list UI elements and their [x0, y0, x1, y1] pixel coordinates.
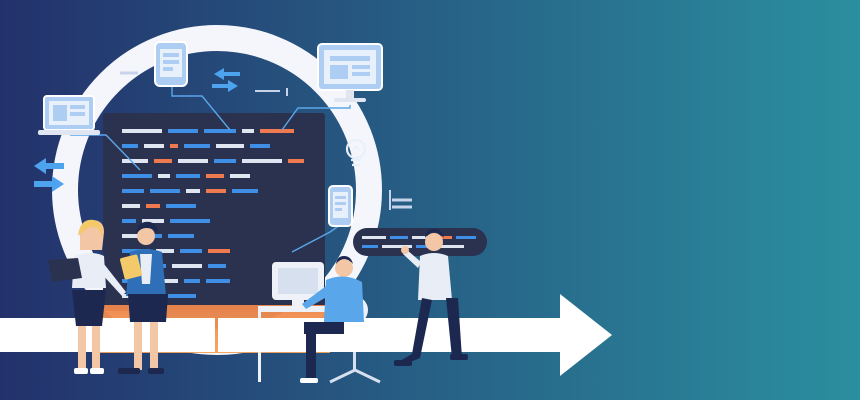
- code-line-segment: [176, 174, 200, 178]
- sync-arrows-icon: [34, 158, 64, 192]
- code-line-segment: [122, 159, 148, 163]
- code-line-segment: [216, 144, 244, 148]
- code-line-segment: [158, 174, 170, 178]
- speech-bubble: [353, 228, 487, 256]
- code-line-segment: [142, 219, 164, 223]
- laptop-icon: [38, 95, 100, 135]
- code-line-segment: [170, 219, 210, 223]
- code-line-segment: [168, 129, 198, 133]
- code-line-segment: [122, 144, 138, 148]
- code-line-segment: [250, 144, 270, 148]
- tablet-icon: [154, 41, 188, 87]
- code-line-segment: [206, 189, 226, 193]
- code-line-segment: [204, 129, 236, 133]
- code-line-segment: [122, 129, 162, 133]
- code-line-segment: [122, 234, 142, 238]
- code-line-segment: [178, 159, 208, 163]
- code-line-segment: [208, 249, 230, 253]
- code-line-segment: [184, 144, 210, 148]
- code-line-segment: [172, 264, 202, 268]
- woman-with-laptop: [48, 219, 126, 374]
- code-line-segment: [168, 234, 194, 238]
- sync-arrows-icon: [212, 68, 240, 92]
- code-line-segment: [122, 219, 136, 223]
- code-line-segment: [208, 264, 226, 268]
- code-line-segment: [214, 159, 236, 163]
- code-line-segment: [170, 144, 178, 148]
- code-line-segment: [260, 129, 294, 133]
- code-line-segment: [180, 249, 202, 253]
- code-line-segment: [186, 189, 200, 193]
- lightbulb-icon: [345, 138, 367, 167]
- code-line-segment: [242, 129, 254, 133]
- code-line-segment: [144, 144, 164, 148]
- code-line-segment: [146, 204, 160, 208]
- code-line-segment: [154, 159, 172, 163]
- woman-with-tablet: [118, 221, 168, 374]
- smartphone-icon: [328, 185, 353, 227]
- man-at-desk: [300, 256, 364, 383]
- man-gesturing: [394, 229, 468, 366]
- progress-arrow: [0, 294, 612, 376]
- code-line-segment: [232, 189, 258, 193]
- code-line-segment: [150, 189, 180, 193]
- code-line-segment: [122, 189, 144, 193]
- connector-lines: [70, 71, 412, 253]
- code-line-segment: [168, 294, 196, 298]
- code-line-segment: [166, 204, 196, 208]
- code-line-segment: [122, 174, 152, 178]
- code-line-segment: [230, 174, 250, 178]
- code-line-segment: [156, 249, 174, 253]
- code-line-segment: [288, 159, 304, 163]
- code-line-segment: [242, 159, 282, 163]
- code-line-segment: [206, 279, 230, 283]
- desktop-monitor-icon: [317, 43, 383, 102]
- code-line-segment: [122, 204, 140, 208]
- code-line-segment: [206, 174, 224, 178]
- code-line-segment: [184, 279, 200, 283]
